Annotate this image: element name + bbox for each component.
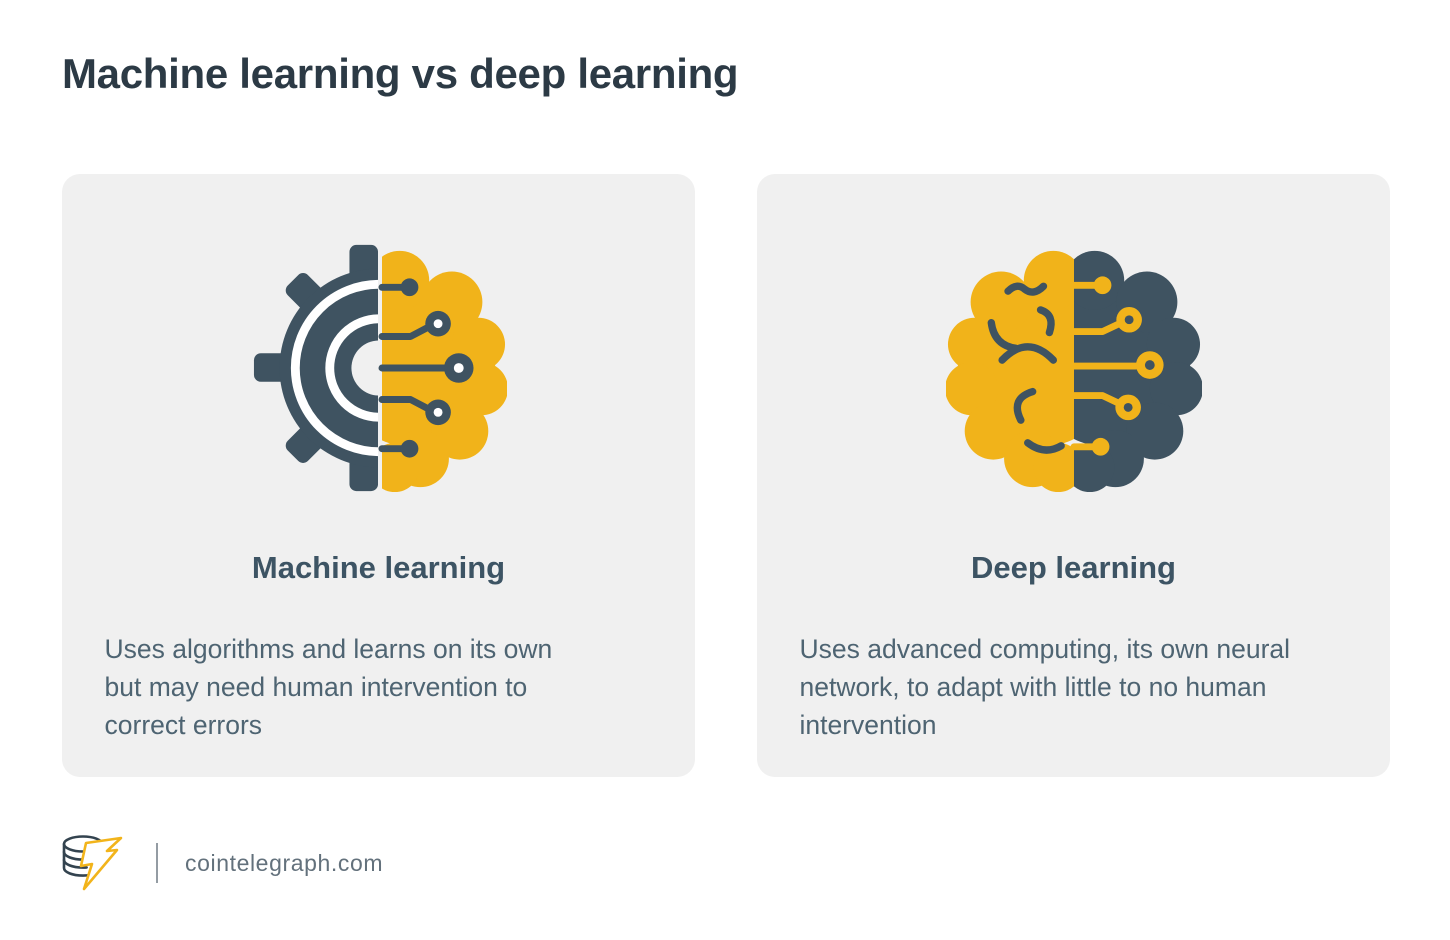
footer-divider: [156, 843, 158, 883]
cointelegraph-logo-icon: [62, 835, 123, 891]
card-machine-learning: Machine learning Uses algorithms and lea…: [62, 174, 695, 777]
comparison-cards: Machine learning Uses algorithms and lea…: [62, 174, 1390, 777]
footer-branding: cointelegraph.com: [58, 831, 383, 895]
description-line: network, to adapt with little to no huma…: [799, 672, 1267, 702]
description-line: Uses algorithms and learns on its own: [104, 634, 553, 664]
description-line: intervention: [799, 710, 937, 740]
deep-learning-icon: [945, 240, 1202, 496]
description-line: Uses advanced computing, its own neural: [799, 634, 1291, 664]
description-line: correct errors: [104, 710, 263, 740]
machine-learning-icon: [251, 240, 507, 496]
lightning-bolt-icon: [79, 836, 123, 891]
description-line: but may need human intervention to: [104, 672, 528, 702]
footer-site-url: cointelegraph.com: [185, 849, 384, 876]
card-deep-learning: Deep learning Uses advanced computing, i…: [757, 174, 1390, 777]
brain-circuit-icon-svg: [945, 250, 1202, 493]
card-description-machine-learning: Uses algorithms and learns on its own bu…: [105, 630, 653, 744]
page-title: Machine learning vs deep learning: [62, 50, 739, 97]
gear-brain-icon-svg: [253, 244, 507, 493]
card-heading-machine-learning: Machine learning: [251, 550, 506, 585]
card-description-deep-learning: Uses advanced computing, its own neural …: [800, 630, 1348, 744]
card-heading-deep-learning: Deep learning: [971, 550, 1176, 585]
